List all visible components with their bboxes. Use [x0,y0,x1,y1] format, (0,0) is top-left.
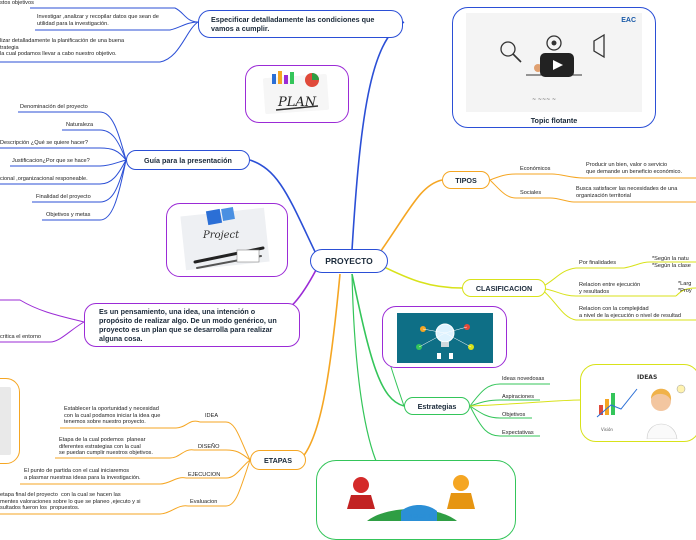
guia-item: Naturaleza [66,122,94,128]
clasif-label: Relacion entre ejecución y resultados [579,282,641,295]
plan-word: PLAN [277,95,317,110]
node-estrategias-label: Estrategias [417,401,457,411]
video-thumbnail[interactable]: ~ ~~~ ~ EAC [466,13,642,112]
estrategia-item: Aspiraciones [502,394,535,400]
plan-image-card[interactable]: PLAN [245,65,349,123]
clasif-label: Relacion con la complejidad a nivel de l… [579,306,681,319]
etapa-desc: Establecer la oportunidad y necesidad co… [64,406,161,426]
lightbulb-image-card[interactable] [382,306,507,368]
definicion-item: critica el entorno [0,334,42,340]
top-item-investigar: Investigar ,analizar y recopilar datos q… [37,14,161,27]
clasif-desc: *Larg *Proy [678,281,692,294]
diseno-illustration: Diseño [347,475,475,521]
clasif-label: Por finalidades [579,260,617,266]
etapa-label: Evaluacion [190,499,218,505]
guia-item: Finalidad del proyecto [36,194,91,200]
guia-item: Objetivos y metas [46,212,91,218]
play-icon [553,60,563,70]
partial-image [0,387,11,455]
etapa-desc: etapa final del proyecto con la cual se … [0,492,141,512]
node-definicion[interactable]: Es un pensamiento, una idea, una intenci… [84,303,300,347]
clasif-desc: *Según la natu *Según la clase [652,256,691,269]
node-tipos-label: TIPOS [455,175,477,185]
node-clasificacion[interactable]: CLASIFICACION [462,279,546,297]
lightbulb-image [397,313,493,363]
clipped-top-text: stos objetivos [0,0,34,6]
top-item-planificacion: lizar detalladamente la planificación de… [0,38,125,58]
svg-text:Visión: Visión [601,427,613,432]
node-guia-label: Guía para la presentación [144,155,232,165]
video-brand: EAC [621,17,636,24]
ideas-illustration: IDEAS Visión [596,374,686,440]
etapa-label: IDEA [205,413,219,419]
etapa-label: DISEÑO [198,444,220,450]
node-guia[interactable]: Guía para la presentación [126,150,250,170]
node-tipos[interactable]: TIPOS [442,171,490,189]
etapa-desc: Etapa de la cual podemos planear diferen… [59,437,153,457]
project-illustration: Project [180,207,270,271]
estrategia-item: Objetivos [502,412,526,418]
partial-image-card[interactable] [0,378,20,464]
node-clasificacion-label: CLASIFICACION [475,283,533,293]
node-etapas[interactable]: ETAPAS [250,450,306,470]
guia-item: Justificacion¿Por que se hace? [12,158,90,164]
estrategia-item: Expectativas [502,430,534,436]
node-especificar[interactable]: Especificar detalladamente las condicion… [198,10,403,38]
video-topic-card[interactable]: ~ ~~~ ~ EAC Topic flotante [452,7,656,128]
estrategia-item: Ideas novedosas [502,376,545,382]
etapa-label: EJECUCION [188,472,221,478]
ideas-word: IDEAS [637,374,657,381]
guia-item: Denominación del proyecto [20,104,88,110]
ideas-image-card[interactable]: IDEAS Visión [580,364,696,442]
central-node[interactable]: PROYECTO [310,249,388,273]
tipo-desc: Producir un bien, valor o servicio que d… [586,162,683,175]
node-especificar-label: Especificar detalladamente las condicion… [211,15,375,33]
central-node-label: PROYECTO [325,255,373,266]
node-definicion-label: Es un pensamiento, una idea, una intenci… [99,307,277,343]
etapa-desc: El punto de partida con el cual iniciare… [24,468,141,481]
project-image-card[interactable]: Project [166,203,288,277]
diseno-image-card[interactable]: Diseño [316,460,516,540]
guia-item: cional ,organizacional responeable. [0,176,88,182]
plan-illustration: PLAN [262,71,330,115]
guia-item: Descripción ¿Qué se quiere hacer? [0,140,88,146]
diseno-word: Diseño [406,512,433,520]
tipo-label: Sociales [520,190,542,196]
node-estrategias[interactable]: Estrategias [404,397,470,415]
tipo-label: Económicos [520,166,551,172]
play-button[interactable] [540,53,574,77]
tipo-desc: Busca satisfacer las necesidades de una … [576,186,678,199]
svg-text:~ ~~~ ~: ~ ~~~ ~ [532,97,556,103]
node-etapas-label: ETAPAS [263,455,293,465]
project-word: Project [202,230,240,241]
video-caption: Topic flotante [530,116,578,125]
lightbulb-illustration [416,323,474,359]
